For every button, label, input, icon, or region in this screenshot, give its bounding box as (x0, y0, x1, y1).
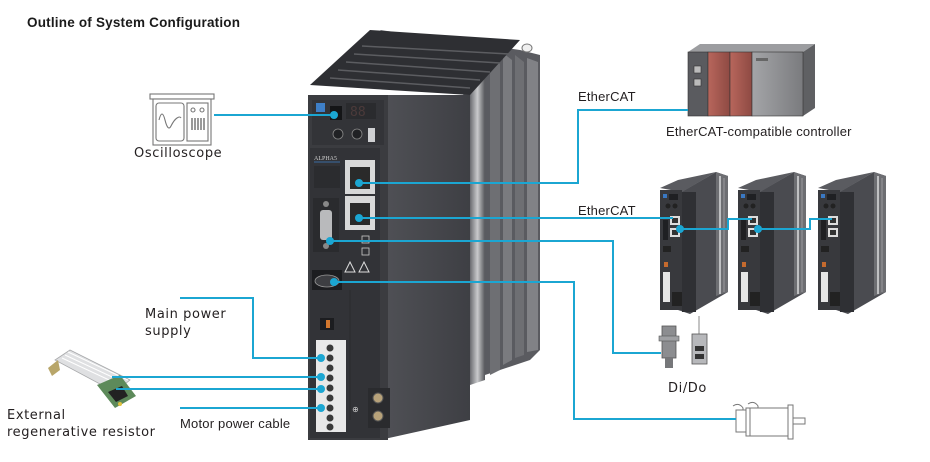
dsub-connector (320, 210, 332, 240)
regen-resistor-label-line1: External (7, 408, 66, 423)
cable-endpoints (317, 111, 762, 412)
dido-label: Di/Do (668, 381, 707, 396)
brand-label: ALPHA5 (314, 156, 337, 162)
msd-rotary-switch (332, 128, 344, 140)
oscilloscope-icon (149, 93, 215, 146)
servo-motor-icon (732, 401, 806, 440)
motor-power-cable-label: Motor power cable (180, 416, 291, 431)
ethercat-label-lower: EtherCAT (578, 203, 636, 218)
cable-slave-1-2 (680, 218, 752, 230)
lsd-rotary-switch (351, 128, 363, 140)
slave-drive-3 (817, 171, 887, 315)
mount-hole (521, 43, 533, 53)
cables (112, 109, 832, 420)
cable-main-power (180, 297, 320, 359)
slave-drive-1 (659, 171, 729, 315)
regen-resistor-label-line2: regenerative resistor (7, 425, 156, 440)
seven-segment-display: 88 (346, 103, 376, 120)
diagram-title: Outline of System Configuration (27, 15, 241, 30)
slave-drive-2 (737, 171, 807, 315)
main-power-label-line1: Main power (145, 307, 227, 322)
svg-text:88: 88 (350, 105, 366, 120)
usb-port (368, 128, 375, 142)
ground-screw (372, 392, 384, 404)
cable-slave-2-3 (757, 218, 832, 230)
controller-label: EtherCAT-compatible controller (666, 124, 852, 139)
cable-dido (330, 240, 661, 354)
resistor-icon (48, 349, 136, 408)
drive-side (380, 95, 470, 440)
oscilloscope-label: Oscilloscope (134, 146, 223, 161)
heatsink-fins (470, 45, 538, 385)
fuji-logo (316, 103, 325, 112)
ethercat-label-upper: EtherCAT (578, 89, 636, 104)
main-servo-drive: 88 ALPHA5 (308, 30, 540, 440)
svg-text:⊕: ⊕ (352, 405, 359, 414)
cable-ethercat-controller (359, 109, 688, 184)
plc-controller-icon (687, 44, 815, 117)
main-power-label-line2: supply (145, 324, 192, 339)
sensor-icon (658, 316, 708, 368)
cable-motor-encoder (333, 281, 736, 420)
